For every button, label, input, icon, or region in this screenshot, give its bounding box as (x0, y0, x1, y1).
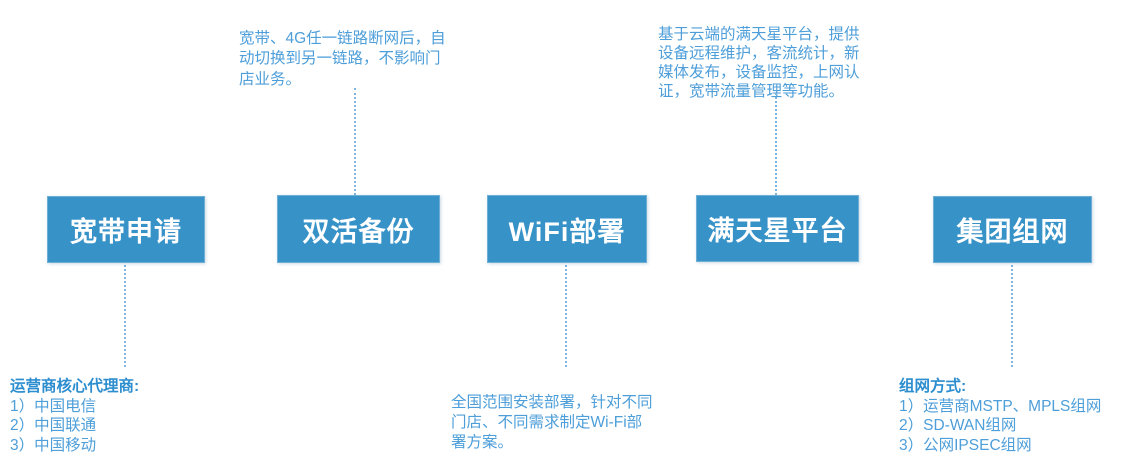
annotation-carrier-agents: 运营商核心代理商: 1）中国电信 2）中国联通 3）中国移动 (10, 377, 139, 455)
annotation-header: 运营商核心代理商: (10, 378, 140, 395)
list-item: 3）中国移动 (10, 436, 97, 454)
box-dual-active-backup: 双活备份 (277, 195, 440, 263)
connector-wifi-to-note (565, 261, 567, 367)
list-item: 1）运营商MSTP、MPLS组网 (899, 397, 1102, 415)
list-item: 2）中国联通 (10, 417, 97, 434)
box-label: 宽带申请 (70, 217, 182, 247)
annotation-networking-methods: 组网方式: 1）运营商MSTP、MPLS组网 2）SD-WAN组网 3）公网IP… (899, 377, 1101, 455)
annotation-text: 全国范围安装部署，针对不同 门店、不同需求制定Wi-Fi部 署方案。 (451, 394, 653, 451)
box-wifi-deployment: WiFi部署 (487, 195, 647, 263)
box-label: 集团组网 (956, 217, 1069, 247)
annotation-text: 基于云端的满天星平台，提供 设备远程维护，客流统计，新 媒体发布，设备监控，上网… (658, 26, 860, 100)
box-label: 双活备份 (302, 216, 415, 247)
list-item: 1）中国电信 (10, 397, 97, 415)
annotation-dual-active-backup-note: 宽带、4G任一链路断网后，自 动切换到另一链路，不影响门 店业务。 (239, 8, 487, 90)
connector-note-to-dual-active (354, 88, 356, 195)
annotation-cloud-platform-note: 基于云端的满天星平台，提供 设备远程维护，客流统计，新 媒体发布，设备监控，上网… (658, 6, 914, 101)
annotation-text: 宽带、4G任一链路断网后，自 动切换到另一链路，不影响门 店业务。 (239, 29, 446, 88)
connector-group-to-methods (1011, 261, 1013, 367)
box-broadband-application: 宽带申请 (47, 196, 205, 263)
list-item: 3）公网IPSEC组网 (899, 436, 1032, 454)
connector-note-to-platform (775, 93, 777, 195)
box-starry-sky-platform: 满天星平台 (696, 195, 859, 262)
annotation-wifi-deployment-note: 全国范围安装部署，针对不同 门店、不同需求制定Wi-Fi部 署方案。 (451, 373, 699, 453)
annotation-header: 组网方式: (899, 378, 967, 395)
box-group-networking: 集团组网 (933, 196, 1092, 263)
box-label: WiFi部署 (508, 216, 626, 247)
list-item: 2）SD-WAN组网 (899, 417, 1017, 434)
box-label: 满天星平台 (707, 216, 848, 246)
connector-broadband-to-carriers (124, 261, 126, 367)
